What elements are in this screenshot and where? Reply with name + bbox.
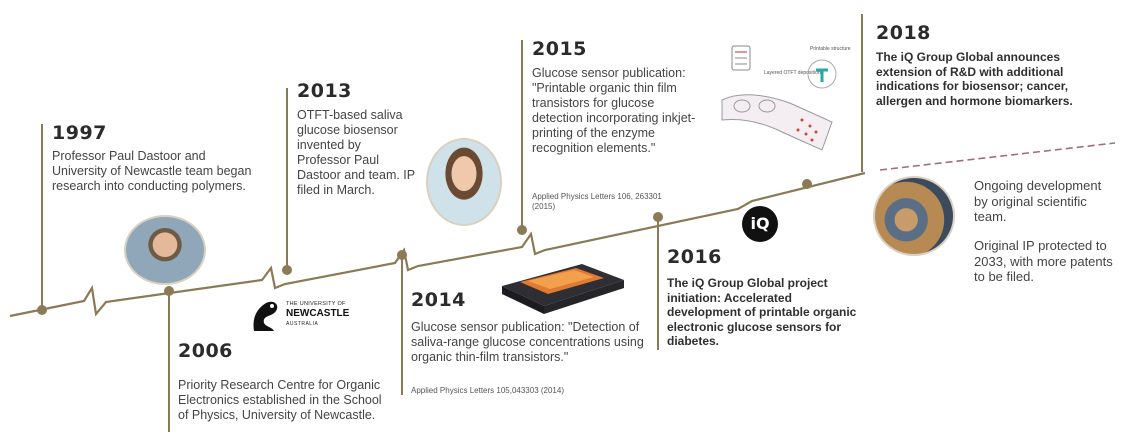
ongoing-text-2: Original IP protected to 2033, with more… — [974, 238, 1113, 284]
diagram-label-2: Layered OTFT deposition — [764, 70, 821, 76]
milestone-2018-text: The iQ Group Global announces extension … — [876, 50, 1073, 108]
milestone-1997-text: Professor Paul Dastoor and University of… — [52, 149, 252, 193]
year-2016: 2016 — [667, 246, 722, 268]
dot-2018 — [802, 179, 812, 189]
dot-1997 — [37, 305, 47, 315]
ongoing-text-1: Ongoing development by original scientif… — [974, 178, 1102, 224]
professor-photo — [124, 215, 206, 285]
year-2015: 2015 — [532, 38, 587, 60]
citation-2014: Applied Physics Letters 105,043303 (2014… — [411, 386, 564, 395]
year-2013: 2013 — [297, 80, 352, 102]
newcastle-line1: THE UNIVERSITY OF — [286, 301, 346, 307]
milestone-2006-text: Priority Research Centre for Organic Ele… — [178, 378, 382, 422]
woman-photo — [426, 138, 502, 226]
newcastle-logo: THE UNIVERSITY OF NEWCASTLE AUSTRALIA — [248, 297, 368, 333]
year-2018: 2018 — [876, 22, 931, 44]
newcastle-line2: NEWCASTLE — [286, 308, 350, 319]
printing-process-diagram: Printable structure Layered OTFT deposit… — [721, 45, 851, 151]
diagram-label-1: Printable structure — [810, 46, 851, 52]
dot-2014 — [397, 250, 407, 260]
milestone-2013-text: OTFT-based saliva glucose biosensor inve… — [297, 108, 415, 197]
dot-2006 — [164, 286, 174, 296]
year-2014: 2014 — [411, 289, 466, 311]
year-1997: 1997 — [52, 122, 107, 144]
seahorse-icon — [253, 301, 278, 331]
milestone-2014-text: Glucose sensor publication: "Detection o… — [411, 320, 644, 364]
milestone-2015-text: Glucose sensor publication: "Printable o… — [532, 66, 696, 155]
dot-2015 — [517, 225, 527, 235]
year-2006: 2006 — [178, 340, 233, 362]
citation-2015: Applied Physics Letters 106, 263301 (201… — [532, 192, 662, 211]
lab-photo — [873, 176, 955, 256]
newcastle-line3: AUSTRALIA — [286, 321, 319, 327]
sensor-chip-image — [502, 264, 624, 314]
dot-2016 — [653, 212, 663, 222]
milestone-2016-text: The iQ Group Global project initiation: … — [667, 276, 857, 348]
timeline-dashed — [879, 142, 1116, 171]
dot-2013 — [282, 265, 292, 275]
iq-logo: iQ — [742, 206, 778, 242]
iq-logo-text: iQ — [750, 214, 770, 233]
